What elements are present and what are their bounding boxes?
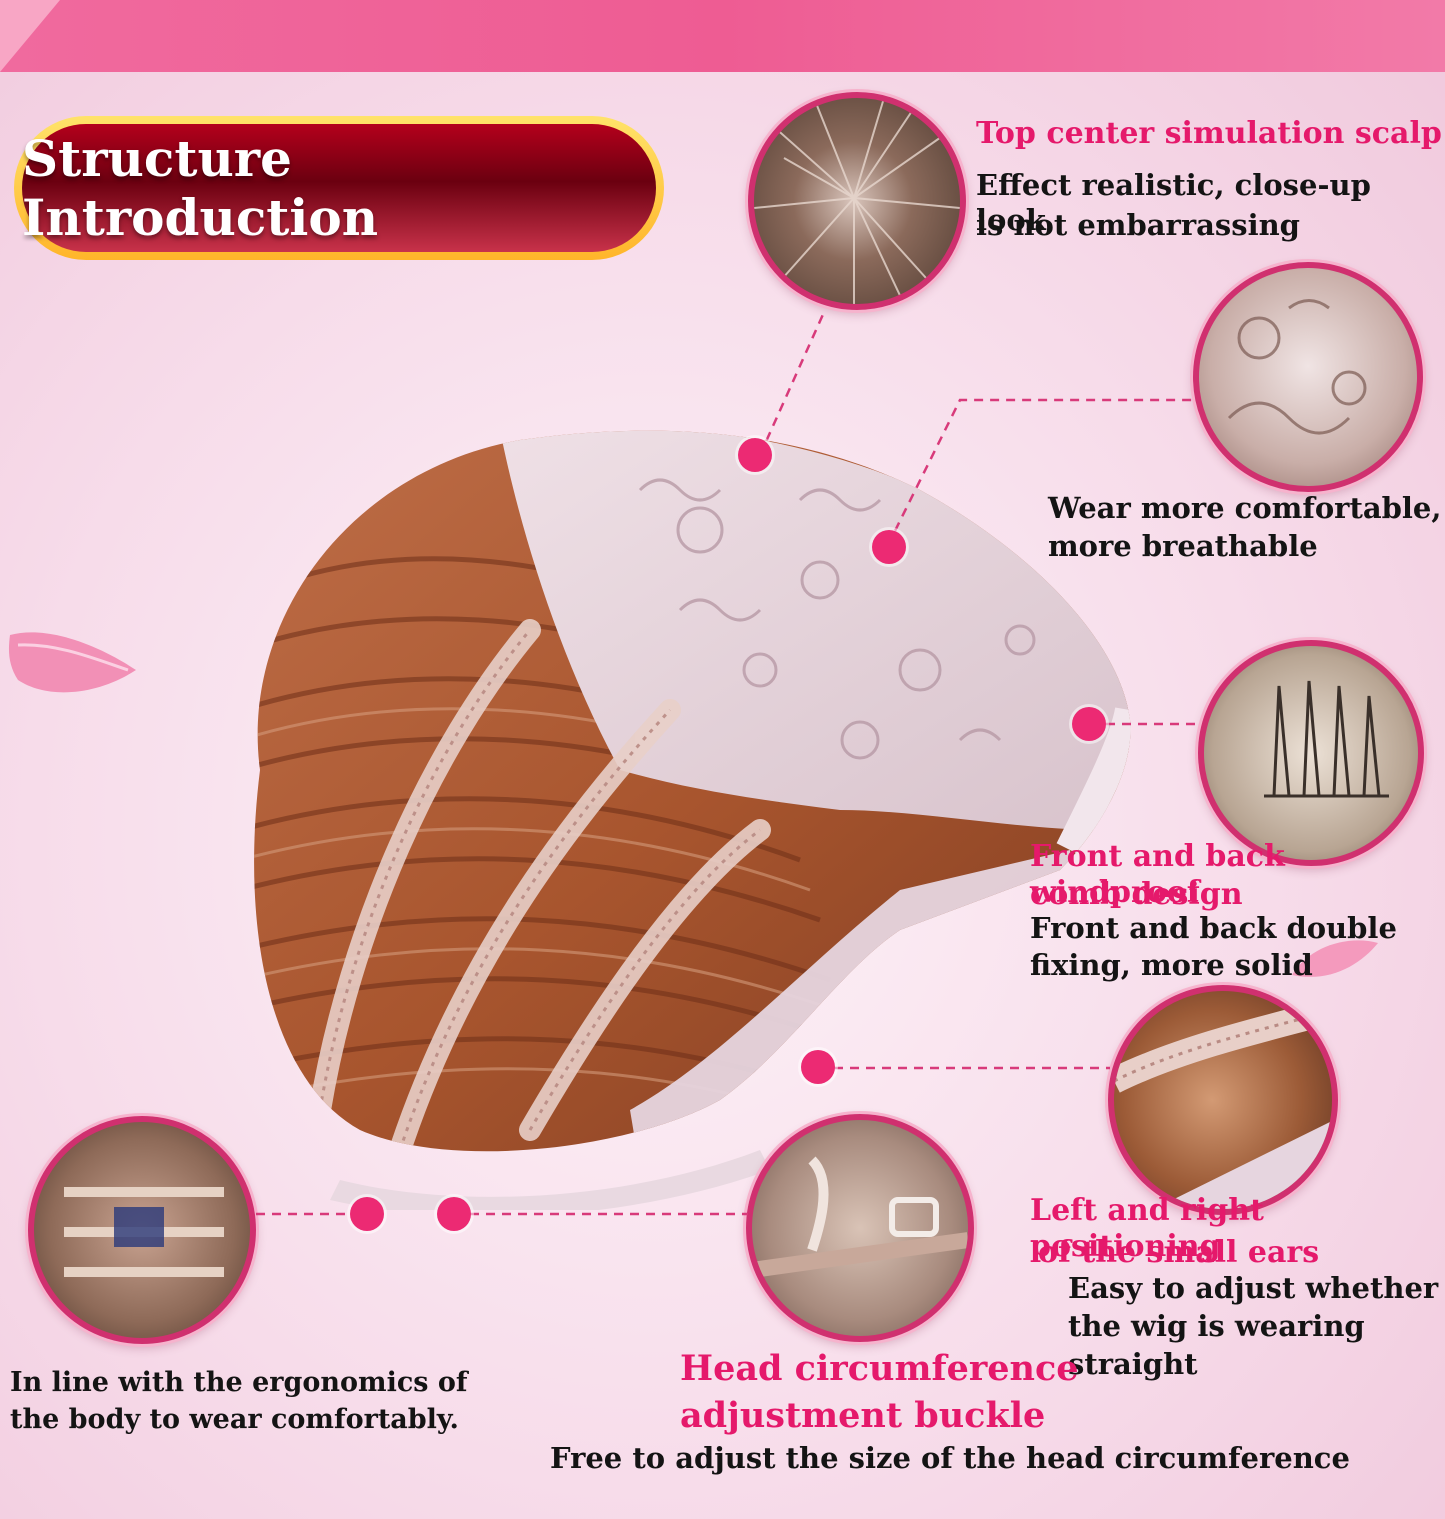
petal-decoration-right	[1292, 940, 1378, 977]
breathable-line-2: more breathable	[1048, 529, 1318, 563]
ears-line-1: Easy to adjust whether	[1068, 1271, 1439, 1305]
top-pink-band	[0, 0, 1445, 72]
buckle-detail-image	[746, 1114, 974, 1342]
comb-title-2: comb design	[1030, 877, 1243, 912]
comb-line-1: Front and back double	[1030, 911, 1397, 945]
lace-pattern-icon	[1227, 299, 1367, 435]
lace-marker-dot	[872, 530, 906, 564]
ergonomic-detail-image	[28, 1116, 256, 1344]
ergonomic-line-1: In line with the ergonomics of	[10, 1367, 468, 1398]
scalp-line-1: Effect realistic, close-up look	[976, 168, 1371, 237]
comb-title-1: Front and back windproof	[1030, 839, 1285, 910]
buckle-title-2: adjustment buckle	[680, 1395, 1046, 1436]
ears-title-2: of the small ears	[1038, 1235, 1320, 1270]
ears-marker-dot	[801, 1050, 835, 1084]
comb-teeth-icon	[1264, 680, 1389, 798]
small-ears-detail-image	[1108, 985, 1338, 1215]
scalp-line-2: is not embarrassing	[976, 208, 1300, 242]
scalp-title: Top center simulation scalp	[976, 116, 1442, 151]
comb-marker-dot	[1072, 707, 1106, 741]
ears-line-3: straight	[1068, 1347, 1198, 1381]
buckle-icon	[752, 1156, 968, 1278]
scalp-detail-image	[748, 92, 966, 310]
cap-inside-icon	[64, 1187, 224, 1277]
comb-detail-image	[1198, 640, 1424, 866]
comb-line-2: fixing, more solid	[1030, 948, 1313, 982]
scalp-hair-strands-icon	[754, 98, 960, 304]
ears-line-2: the wig is wearing	[1068, 1309, 1365, 1343]
ears-title-1: Left and right positioning	[1030, 1193, 1264, 1264]
lace-mesh-detail-image	[1193, 262, 1423, 492]
buckle-title-1: Head circumference	[680, 1348, 1079, 1389]
ergonomic-marker-dot	[350, 1197, 384, 1231]
scalp-marker-dot	[738, 438, 772, 472]
structure-introduction-banner: Structure Introduction	[14, 116, 664, 260]
petal-decoration-left	[8, 632, 136, 693]
wig-cap-illustration	[254, 430, 1131, 1210]
breathable-line-1: Wear more comfortable,	[1048, 491, 1442, 525]
buckle-line-1: Free to adjust the size of the head circ…	[550, 1441, 1350, 1475]
buckle-marker-dot	[437, 1197, 471, 1231]
banner-title: Structure Introduction	[22, 124, 656, 252]
ergonomic-line-2: the body to wear comfortably.	[10, 1404, 459, 1435]
